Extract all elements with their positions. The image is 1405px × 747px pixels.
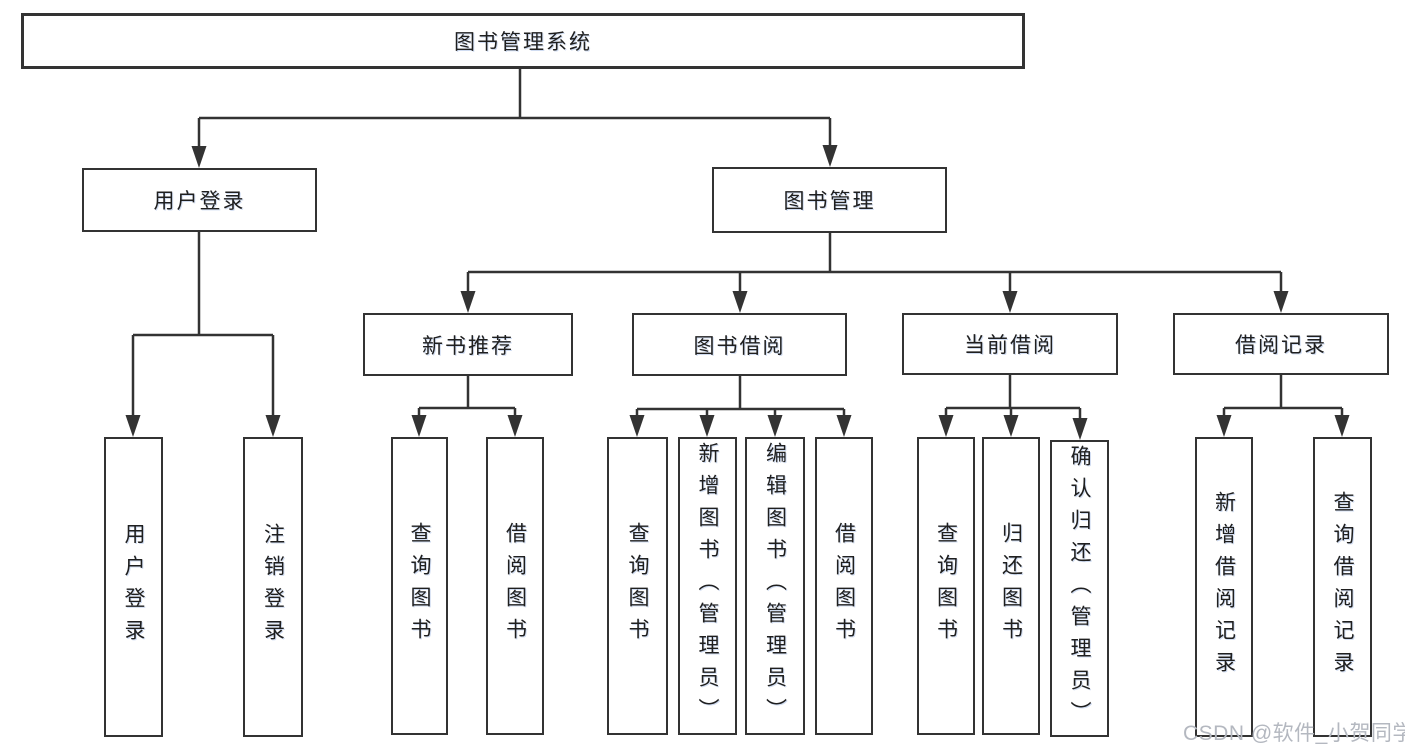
leaf-current-query-books: 查询图书 — [917, 437, 975, 735]
leaf-records-query-record: 查询借阅记录 — [1313, 437, 1372, 737]
leaf-current-confirm-return-admin: 确认归还（管理员） — [1050, 440, 1109, 737]
leaf-borrow-add-books-admin-label: 新增图书（管理员） — [696, 442, 719, 730]
leaf-borrow-query-books: 查询图书 — [607, 437, 668, 735]
node-book-management: 图书管理 — [712, 167, 947, 233]
leaf-newbook-query-books-label: 查询图书 — [408, 522, 431, 650]
node-current-borrowing: 当前借阅 — [902, 313, 1118, 375]
node-new-book-recommendation: 新书推荐 — [363, 313, 573, 376]
leaf-user-login-label: 用户登录 — [122, 523, 145, 651]
leaf-current-confirm-return-admin-label: 确认归还（管理员） — [1068, 444, 1091, 733]
leaf-current-query-books-label: 查询图书 — [934, 522, 958, 650]
node-book-borrowing: 图书借阅 — [632, 313, 847, 376]
leaf-records-add-record: 新增借阅记录 — [1195, 437, 1253, 737]
leaf-newbook-borrow-books: 借阅图书 — [486, 437, 544, 735]
leaf-newbook-query-books: 查询图书 — [391, 437, 448, 735]
leaf-newbook-borrow-books-label: 借阅图书 — [503, 522, 527, 650]
leaf-borrow-add-books-admin: 新增图书（管理员） — [678, 437, 737, 735]
leaf-borrow-query-books-label: 查询图书 — [626, 522, 649, 650]
leaf-borrow-borrow-books: 借阅图书 — [815, 437, 873, 735]
leaf-user-login: 用户登录 — [104, 437, 163, 737]
node-user-login: 用户登录 — [82, 168, 317, 232]
leaf-borrow-edit-books-admin-label: 编辑图书（管理员） — [763, 442, 787, 730]
node-library-management-system: 图书管理系统 — [21, 13, 1025, 69]
leaf-records-add-record-label: 新增借阅记录 — [1212, 491, 1236, 683]
leaf-borrow-edit-books-admin: 编辑图书（管理员） — [745, 437, 805, 735]
leaf-records-query-record-label: 查询借阅记录 — [1331, 491, 1354, 683]
leaf-logout: 注销登录 — [243, 437, 303, 737]
csdn-watermark: CSDN @软件_小贺同学 — [1183, 722, 1405, 745]
arrowheads — [125, 145, 1350, 440]
leaf-logout-label: 注销登录 — [261, 523, 285, 651]
node-borrowing-records: 借阅记录 — [1173, 313, 1389, 375]
leaf-borrow-borrow-books-label: 借阅图书 — [832, 522, 856, 650]
leaf-current-return-books: 归还图书 — [982, 437, 1040, 735]
leaf-current-return-books-label: 归还图书 — [999, 522, 1023, 650]
